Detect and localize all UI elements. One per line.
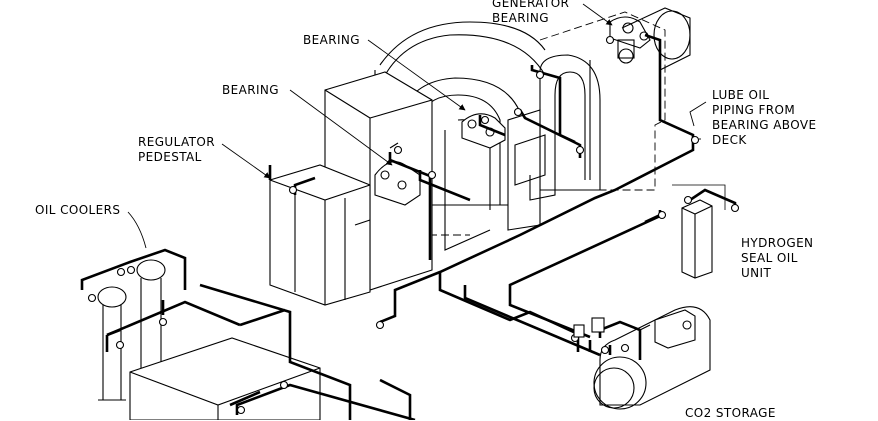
bearing-upper: [461, 113, 506, 149]
co2-storage-tank: [593, 306, 711, 410]
label-hydrogen-seal-oil-unit: HYDROGEN SEAL OIL UNIT: [741, 236, 814, 280]
label-bearing-lower: BEARING: [222, 83, 279, 97]
label-oil-coolers: OIL COOLERS: [35, 203, 121, 217]
label-bearing-upper: BEARING: [303, 33, 360, 47]
generator: [539, 7, 691, 191]
oil-reservoir: [129, 337, 321, 420]
generator-bearing: [609, 16, 651, 64]
label-co2-storage: CO2 STORAGE: [685, 406, 776, 420]
bearing-lower: [374, 142, 421, 206]
hydrogen-seal-oil-unit: [672, 184, 726, 279]
label-generator-bearing: GENERATOR BEARING: [492, 0, 570, 25]
label-regulator-pedestal: REGULATOR PEDESTAL: [138, 135, 215, 164]
regulator-pedestal-box: [269, 164, 371, 306]
label-lube-oil-piping: LUBE OIL PIPING FROM BEARING ABOVE DECK: [712, 88, 817, 147]
lube-oil-piping: [80, 33, 737, 420]
pipe-fittings: [87, 35, 740, 415]
leader-lines: [127, 3, 707, 249]
